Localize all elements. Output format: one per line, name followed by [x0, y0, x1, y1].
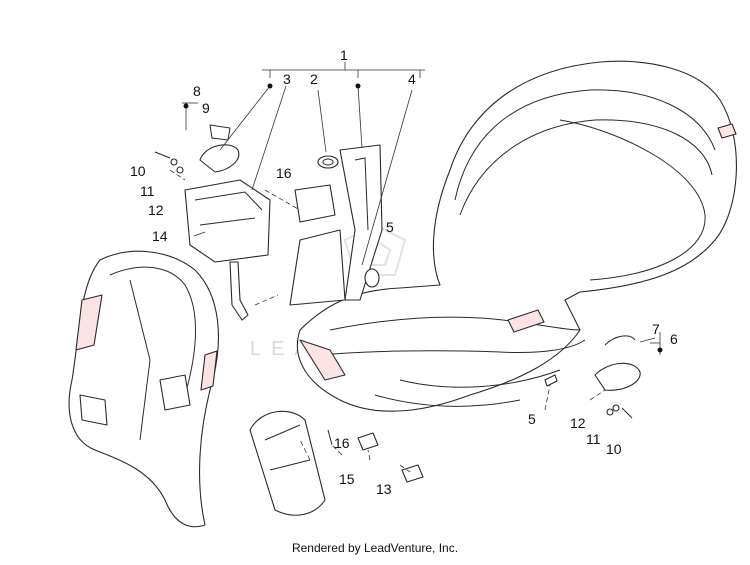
steering-column: [289, 144, 383, 306]
callout-labels: 1 3 2 4 8 9 10 11 12 16 14 5 7 6 5 12 11…: [130, 47, 678, 497]
callout-11-right: 11: [586, 431, 601, 447]
callout-2: 2: [310, 71, 318, 87]
callout-11-left: 11: [140, 183, 155, 199]
callout-1: 1: [340, 47, 348, 63]
leg-shield: [68, 250, 219, 528]
screw-lower: [327, 429, 333, 446]
callout-10-left: 10: [130, 163, 146, 179]
latch-assembly: [199, 124, 240, 173]
callout-4: 4: [408, 71, 416, 87]
callout-7: 7: [652, 321, 660, 337]
horn-bracket: [184, 179, 271, 321]
callout-5-upper: 5: [386, 219, 394, 235]
callout-10-right: 10: [606, 441, 622, 457]
bolts-left: [154, 151, 184, 174]
rubber-pads: [357, 432, 424, 483]
inner-cover: [249, 410, 326, 516]
callout-12-right: 12: [570, 415, 586, 431]
clip-lower: [544, 374, 558, 387]
callout-5-lower: 5: [528, 411, 536, 427]
footer-credit: Rendered by LeadVenture, Inc.: [291, 541, 459, 555]
callout-13: 13: [376, 481, 392, 497]
callout-6: 6: [670, 331, 678, 347]
grommet: [317, 155, 339, 169]
latch-right: [594, 335, 641, 391]
callout-3: 3: [283, 71, 291, 87]
callout-8: 8: [193, 83, 201, 99]
body-frame: [296, 60, 737, 412]
bolts-right: [606, 404, 633, 419]
leader-lines: [169, 62, 661, 473]
callout-16-lower: 16: [334, 435, 350, 451]
callout-12-left: 12: [148, 202, 164, 218]
kit-markers: [183, 83, 663, 353]
callout-16-upper: 16: [276, 165, 292, 181]
plug: [364, 268, 380, 288]
callout-9: 9: [202, 100, 210, 116]
callout-14: 14: [152, 228, 168, 244]
callout-15: 15: [339, 471, 355, 487]
